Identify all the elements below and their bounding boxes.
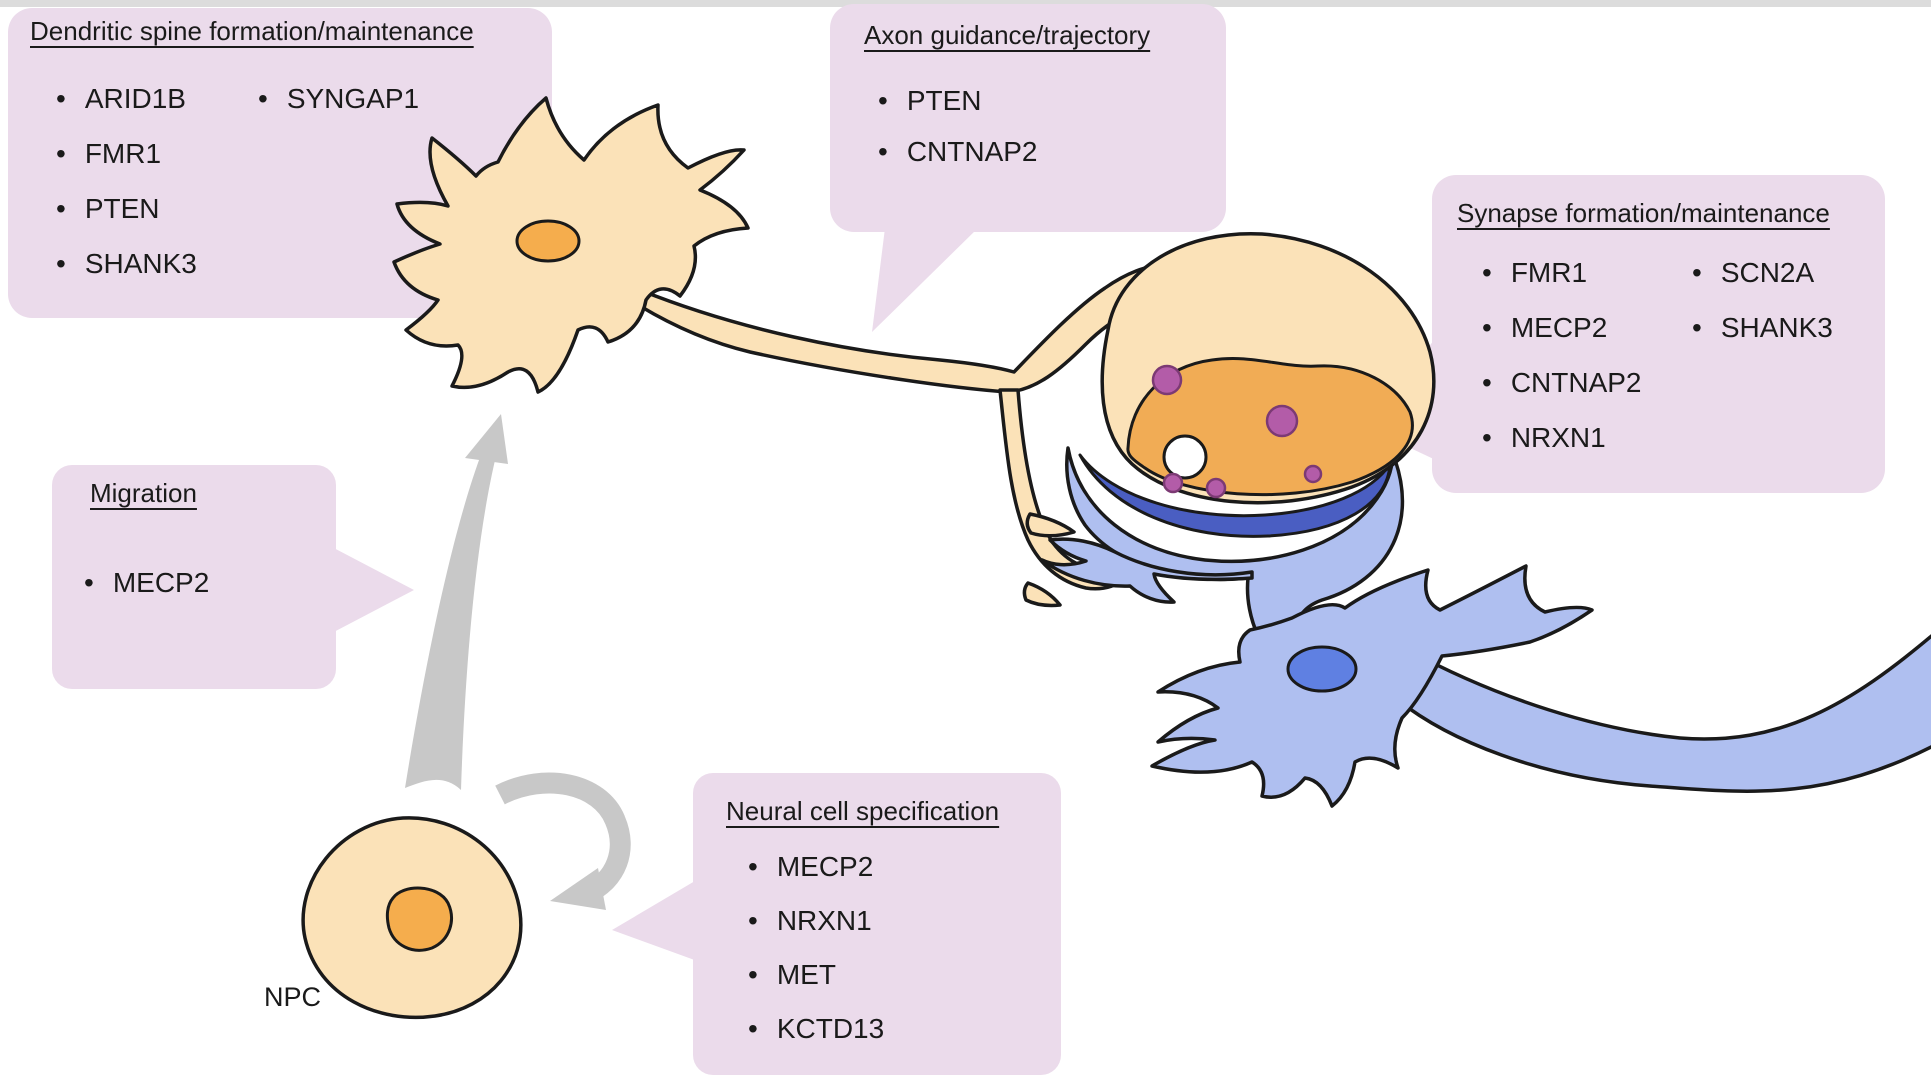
cleft-vesicle: [1303, 464, 1323, 484]
gene-item: SHANK3: [56, 249, 197, 279]
cleft-vesicle: [1205, 477, 1227, 499]
top-edge-strip: [0, 0, 1931, 7]
gene-column: SCN2A SHANK3: [1692, 258, 1833, 343]
gene-column: ARID1B FMR1 PTEN SHANK3: [56, 84, 197, 279]
fusing-white-vesicle: [1162, 434, 1208, 480]
orange-terminal-tip-lower: [1022, 581, 1062, 608]
orange-neuron: [392, 96, 1180, 608]
axon-terminal-bouton: [1100, 232, 1436, 505]
gene-item: MECP2: [1482, 313, 1642, 343]
gene-column: SYNGAP1: [258, 84, 419, 114]
gene-column: MECP2 NRXN1 MET KCTD13: [748, 852, 884, 1044]
callout-title: Dendritic spine formation/maintenance: [30, 16, 474, 46]
blue-axon: [1396, 634, 1931, 793]
gene-item: SCN2A: [1692, 258, 1833, 288]
gene-item: MECP2: [748, 852, 884, 882]
gene-item: MECP2: [84, 568, 209, 598]
self-renewal-arrow: [495, 772, 631, 910]
callout-title: Axon guidance/trajectory: [864, 20, 1151, 50]
orange-terminal-tip-upper: [1025, 512, 1076, 538]
orange-nucleus: [515, 219, 581, 263]
gene-column: MECP2: [84, 568, 209, 598]
callout-tail-axon-guidance: [872, 228, 978, 332]
vesicle: [1151, 364, 1183, 396]
blue-nucleus: [1286, 645, 1358, 693]
orange-axon-branch: [998, 388, 1120, 591]
callout-box-synapse: [1432, 175, 1885, 493]
gene-item: KCTD13: [748, 1014, 884, 1044]
gene-item: PTEN: [56, 194, 197, 224]
npc-nucleus: [385, 886, 453, 952]
blue-left-branch: [1040, 537, 1254, 604]
callout-box-axon-guidance: [830, 4, 1226, 232]
callout-tail-neural-spec: [612, 878, 700, 962]
cleft-vesicle: [1162, 472, 1184, 494]
gene-item: FMR1: [1482, 258, 1642, 288]
gene-column: FMR1 MECP2 CNTNAP2 NRXN1: [1482, 258, 1642, 453]
callout-title: Synapse formation/maintenance: [1457, 198, 1830, 228]
gene-column: PTEN CNTNAP2: [878, 86, 1038, 167]
gene-item: SYNGAP1: [258, 84, 419, 114]
gene-item: ARID1B: [56, 84, 197, 114]
npc-label: NPC: [264, 982, 322, 1012]
synaptic-vesicles: [1151, 364, 1323, 499]
gene-item: PTEN: [878, 86, 1038, 116]
gene-item: NRXN1: [1482, 423, 1642, 453]
gene-item: MET: [748, 960, 884, 990]
gene-item: CNTNAP2: [878, 137, 1038, 167]
callout-title: Migration: [90, 478, 197, 508]
callout-title: Neural cell specification: [726, 796, 1000, 826]
migration-arrow: [405, 414, 508, 790]
gene-item: SHANK3: [1692, 313, 1833, 343]
gene-item: NRXN1: [748, 906, 884, 936]
gene-item: CNTNAP2: [1482, 368, 1642, 398]
gene-item: FMR1: [56, 139, 197, 169]
blue-soma-dendrites: [1150, 564, 1594, 808]
blue-neuron: [1040, 446, 1931, 808]
npc-cell: [301, 816, 523, 1019]
callout-tail-migration: [330, 546, 414, 634]
vesicle: [1265, 404, 1299, 438]
